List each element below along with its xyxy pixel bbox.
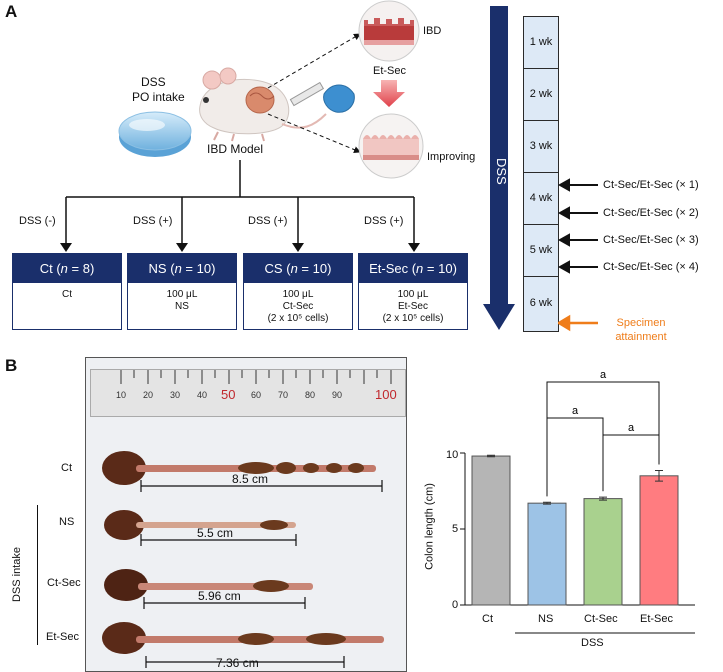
x-label-et-sec: Et-Sec xyxy=(640,613,674,625)
group-header: CS (n = 10) xyxy=(244,254,352,283)
significance-label: a xyxy=(572,405,579,417)
significance-label: a xyxy=(628,422,635,434)
group-tree-connectors xyxy=(60,160,420,252)
error-bar-ct-sec xyxy=(599,496,607,501)
week-timeline: 1 wk 2 wk 3 wk 4 wk 5 wk 6 wk xyxy=(523,16,559,332)
syringe-illustration xyxy=(289,81,355,113)
colon-label-ct-sec: Ct-Sec xyxy=(47,577,81,589)
x-label-ct-sec: Ct-Sec xyxy=(584,613,618,625)
y-axis-label: Colon length (cm) xyxy=(423,483,436,570)
colon-length-ct-sec: 5.96 cm xyxy=(198,589,241,603)
colon-length-ns: 5.5 cm xyxy=(197,526,234,540)
ibd-label: IBD xyxy=(423,25,442,37)
colon-et-sec xyxy=(102,622,384,654)
ruler: 10 20 30 40 50 60 70 80 90 100 xyxy=(90,369,406,417)
improving-label: Improving xyxy=(427,151,476,163)
group-condition-2: DSS (+) xyxy=(133,215,173,227)
colon-ct-sec xyxy=(104,569,313,601)
significance-bracket xyxy=(546,417,604,497)
ruler-tick-10: 10 xyxy=(116,390,127,400)
x-label-ct: Ct xyxy=(482,613,493,625)
colon-length-ct: 8.5 cm xyxy=(232,472,269,486)
dss-intake-bracket xyxy=(37,505,38,645)
week-cell: 1 wk xyxy=(524,17,558,69)
ruler-tick-50: 50 xyxy=(221,387,236,402)
group-box-ct: Ct (n = 8) Ct xyxy=(12,253,122,330)
colon-specimens xyxy=(102,451,384,668)
group-condition-4: DSS (+) xyxy=(364,215,404,227)
injection-label-3: Ct-Sec/Et-Sec (× 3) xyxy=(603,234,699,246)
error-bar-ns xyxy=(543,501,551,505)
po-intake-label: PO intake xyxy=(132,90,185,104)
colon-label-ns: NS xyxy=(59,516,75,528)
dss-label: DSS xyxy=(141,75,166,89)
colon-length-chart: a a a xyxy=(460,369,695,634)
ruler-tick-20: 20 xyxy=(143,390,154,400)
ibd-tissue-illustration xyxy=(358,0,420,62)
red-down-arrow xyxy=(373,80,405,107)
y-tick-0: 0 xyxy=(452,599,459,611)
injection-label-2: Ct-Sec/Et-Sec (× 2) xyxy=(603,207,699,219)
specimen-label: Specimen attainment xyxy=(615,317,667,343)
mouse-illustration xyxy=(199,67,327,142)
error-bar-et-sec xyxy=(655,469,663,482)
colon-ns xyxy=(104,510,296,540)
week-cell: 5 wk xyxy=(524,225,558,277)
y-tick-10: 10 xyxy=(446,449,459,461)
ruler-tick-40: 40 xyxy=(197,390,208,400)
group-header: Et-Sec (n = 10) xyxy=(359,254,467,283)
dashed-arrows xyxy=(267,33,361,153)
injection-label-4: Ct-Sec/Et-Sec (× 4) xyxy=(603,261,699,273)
ruler-tick-80: 80 xyxy=(305,390,316,400)
week-cell: 3 wk xyxy=(524,121,558,173)
treatment-label: Et-Sec xyxy=(373,65,407,77)
bar-et-sec xyxy=(639,475,679,606)
week-cell: 4 wk xyxy=(524,173,558,225)
ruler-ticks xyxy=(120,370,392,384)
ruler-tick-100: 100 xyxy=(375,387,397,402)
dss-arrow-label: DSS xyxy=(494,158,509,185)
colon-label-et-sec: Et-Sec xyxy=(46,631,80,643)
bar-ns xyxy=(527,502,567,606)
dss-intake-label: DSS intake xyxy=(11,546,24,603)
group-header: NS (n = 10) xyxy=(128,254,236,283)
bar-ct xyxy=(471,455,511,606)
error-bar-ct xyxy=(487,454,495,458)
ibd-model-label: IBD Model xyxy=(207,142,264,156)
group-condition-1: DSS (-) xyxy=(19,215,56,227)
week-cell: 6 wk xyxy=(529,297,553,309)
ruler-tick-70: 70 xyxy=(278,390,289,400)
y-tick-5: 5 xyxy=(452,523,459,535)
improving-tissue-illustration xyxy=(358,113,424,179)
panel-b-letter: B xyxy=(5,356,18,375)
dss-group-label: DSS xyxy=(581,637,604,649)
ruler-tick-30: 30 xyxy=(170,390,181,400)
significance-bracket xyxy=(602,434,660,492)
colon-label-ct: Ct xyxy=(61,462,72,474)
colon-photo: 10 20 30 40 50 60 70 80 90 100 xyxy=(85,357,407,672)
ruler-tick-60: 60 xyxy=(251,390,262,400)
group-body: Ct xyxy=(62,289,72,300)
colon-length-et-sec: 7.36 cm xyxy=(216,656,259,670)
group-header: Ct (n = 8) xyxy=(13,254,121,283)
bar-ct-sec xyxy=(583,498,623,606)
significance-label: a xyxy=(600,369,607,381)
group-condition-3: DSS (+) xyxy=(248,215,288,227)
week-cell: 2 wk xyxy=(524,69,558,121)
injection-label-1: Ct-Sec/Et-Sec (× 1) xyxy=(603,179,699,191)
ruler-tick-90: 90 xyxy=(332,390,343,400)
injection-arrows xyxy=(558,178,598,332)
panel-a-letter: A xyxy=(5,2,18,21)
colon-ct xyxy=(102,451,376,485)
x-label-ns: NS xyxy=(538,613,554,625)
petri-dish-illustration xyxy=(118,111,192,157)
dss-timeline-arrow xyxy=(483,6,515,330)
